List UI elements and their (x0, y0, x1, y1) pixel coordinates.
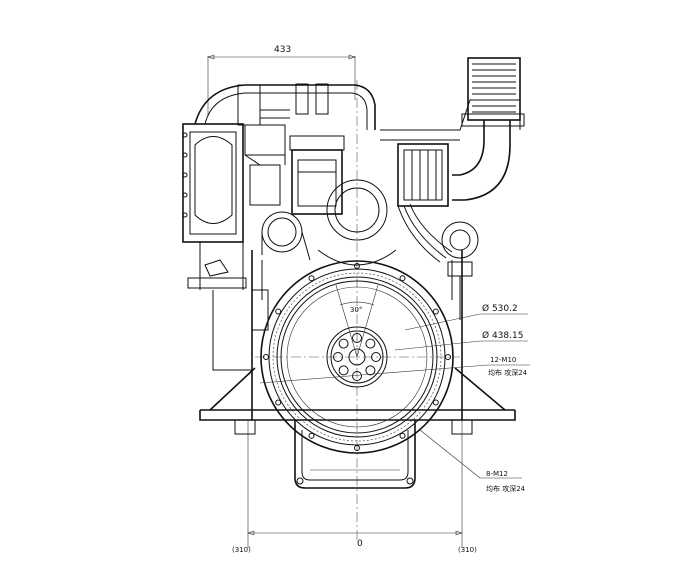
callout-438-label: Ø 438.15 (482, 330, 523, 341)
crankshaft-bolt-hole (371, 352, 381, 362)
engine-block (199, 250, 516, 435)
callout-530-label: Ø 530.2 (482, 303, 518, 314)
crankshaft-bolt-hole (352, 371, 362, 381)
flywheel-bolt-hole (399, 432, 406, 439)
left-heat-exchanger (182, 123, 252, 371)
crankshaft-bolt-hole (338, 338, 349, 349)
flywheel-bolt-hole (399, 275, 406, 282)
crankshaft-bolt-hole (338, 365, 349, 376)
crankshaft-bolt-hole (365, 365, 376, 376)
callout-8-m12-note: 均布 攻深24 (486, 484, 526, 493)
flywheel-bolt-hole (263, 354, 269, 360)
crankshaft-hub (326, 326, 388, 388)
flywheel-bolt-hole (354, 445, 360, 451)
callout-530: Ø 530.2 (404, 303, 528, 331)
fuel-filter (289, 135, 345, 215)
dimension-433-label: 433 (274, 45, 291, 55)
crankshaft-bolt-hole (352, 333, 362, 343)
flywheel-bolt-ring (263, 263, 451, 451)
exhaust-outlet (452, 57, 525, 201)
bottom-dimension: 0 (310) (310) (232, 420, 477, 554)
flywheel-bolt-hole (432, 399, 439, 406)
turbocharger (380, 99, 521, 207)
timing-gear (261, 179, 397, 266)
callout-12-m10-label: 12-M10 (490, 356, 516, 364)
callout-8-m12: 8-M12 均布 攻深24 (419, 429, 526, 493)
intake-manifold-pipe (194, 83, 376, 130)
crankshaft-bolt-hole (333, 352, 343, 362)
flywheel-bolt-hole (308, 275, 315, 282)
callout-12-m10: 12-M10 均布 攻深24 (259, 356, 530, 384)
crankshaft-bolt-hole (365, 338, 376, 349)
coolant-hoses (397, 203, 479, 320)
dimension-433: 433 (207, 45, 356, 115)
callout-12-m10-note: 均布 攻深24 (488, 368, 528, 377)
angle-30-marker: 30° (335, 284, 379, 358)
dimension-left-ref: (310) (232, 546, 251, 554)
dimension-right-ref: (310) (458, 546, 477, 554)
oil-pan (294, 420, 416, 489)
flywheel-bolt-hole (432, 308, 439, 315)
flywheel-bolt-hole (445, 354, 451, 360)
callout-438: Ø 438.15 (394, 330, 528, 351)
angle-30-label: 30° (350, 306, 362, 314)
dimension-zero: 0 (357, 539, 363, 549)
callout-8-m12-label: 8-M12 (486, 470, 508, 478)
flywheel-bolt-hole (275, 308, 282, 315)
flywheel-bolt-hole (308, 432, 315, 439)
flywheel-bolt-hole (354, 263, 360, 269)
left-accessories (244, 124, 286, 331)
flywheel-bolt-hole (275, 399, 282, 406)
